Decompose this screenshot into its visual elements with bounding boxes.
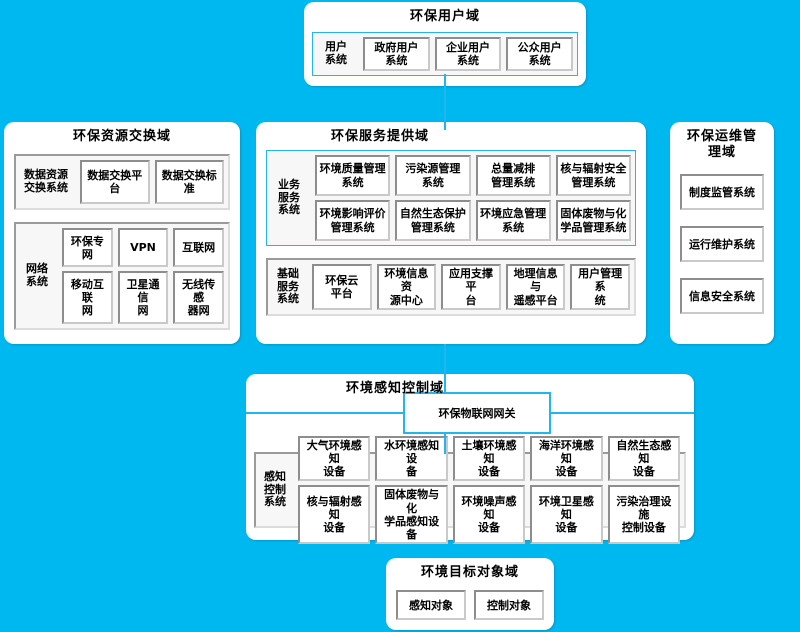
node-vpn[interactable]: VPN xyxy=(117,228,169,268)
node-data-exchange-platform[interactable]: 数据交换平台 xyxy=(80,160,150,204)
node-solid-waste-chemicals-system[interactable]: 固体废物与化学品管理系统 xyxy=(555,200,631,241)
node-nuclear-radiation-sensing-device[interactable]: 核与辐射感知设备 xyxy=(298,485,371,545)
perception-control-system-label: 感知控制系统 xyxy=(264,469,286,509)
network-system-label: 网络系统 xyxy=(26,262,48,288)
target-domain-title: 环境目标对象域 xyxy=(420,565,519,580)
node-env-quality-management-system[interactable]: 环境质量管理系统 xyxy=(315,155,391,196)
node-government-user-system[interactable]: 政府用户系统 xyxy=(363,37,430,71)
connector-user-to-service xyxy=(444,74,446,130)
node-env-satellite-sensing-device[interactable]: 环境卫星感知设备 xyxy=(530,485,603,545)
data-resource-exchange-group: 数据资源交换系统 数据交换平台 数据交换标准 xyxy=(14,154,230,210)
node-pollution-source-management-system[interactable]: 污染源管理系统 xyxy=(395,155,471,196)
data-resource-exchange-label: 数据资源交换系统 xyxy=(24,168,68,194)
node-mobile-internet[interactable]: 移动互联网 xyxy=(62,271,113,324)
node-gis-remote-sensing-platform[interactable]: 地理信息与遥感平台 xyxy=(505,264,566,310)
perception-domain-title: 环境感知控制域 xyxy=(345,381,444,396)
node-env-impact-assessment-system[interactable]: 环境影响评价管理系统 xyxy=(315,200,391,241)
node-public-user-system[interactable]: 公众用户系统 xyxy=(506,37,574,71)
panel-om-management-domain: 环保运维管理域 制度监管系统 运行维护系统 信息安全系统 xyxy=(670,122,774,344)
node-internet[interactable]: 互联网 xyxy=(173,228,225,268)
network-system-group: 网络系统 环保专网 VPN 互联网 移动互联网 卫星通信网 无线传感器网 xyxy=(14,222,230,330)
node-enterprise-user-system[interactable]: 企业用户系统 xyxy=(434,37,502,71)
om-domain-title: 环保运维管理域 xyxy=(686,129,757,161)
node-satellite-network[interactable]: 卫星通信网 xyxy=(117,271,169,324)
business-service-label: 业务服务系统 xyxy=(278,177,300,217)
node-water-env-sensing-device[interactable]: 水环境感知设备 xyxy=(375,435,448,482)
node-sensing-object[interactable]: 感知对象 xyxy=(396,590,466,620)
node-application-support-platform[interactable]: 应用支撑平台 xyxy=(441,264,501,310)
connector-service-to-perception xyxy=(444,344,446,394)
panel-resource-exchange-domain: 环保资源交换域 数据资源交换系统 数据交换平台 数据交换标准 网络系统 环保专网… xyxy=(4,122,240,344)
node-user-management-system[interactable]: 用户管理系统 xyxy=(570,264,630,310)
node-natural-ecology-sensing-device[interactable]: 自然生态感知设备 xyxy=(607,435,681,482)
node-soil-env-sensing-device[interactable]: 土壤环境感知设备 xyxy=(452,435,526,482)
resource-domain-title: 环保资源交换域 xyxy=(72,129,171,144)
node-env-info-resource-center[interactable]: 环境信息资源中心 xyxy=(376,264,437,310)
perception-bus-line-right xyxy=(549,412,694,414)
node-air-env-sensing-device[interactable]: 大气环境感知设备 xyxy=(298,435,371,482)
node-marine-env-sensing-device[interactable]: 海洋环境感知设备 xyxy=(530,435,603,482)
panel-perception-control-domain: 环境感知控制域 环保物联网网关 感知控制系统 大气环境感知设备 水环境感知设备 … xyxy=(246,374,694,545)
panel-service-provider-domain: 环保服务提供域 业务服务系统 环境质量管理系统 污染源管理系统 总量减排管理系统… xyxy=(256,122,646,344)
node-iot-gateway[interactable]: 环保物联网网关 xyxy=(403,392,551,434)
node-nuclear-radiation-safety-system[interactable]: 核与辐射安全管理系统 xyxy=(555,155,631,196)
node-information-security-system[interactable]: 信息安全系统 xyxy=(680,278,764,314)
service-domain-title: 环保服务提供域 xyxy=(330,129,429,144)
panel-user-domain: 环保用户域 用户系统 政府用户系统 企业用户系统 公众用户系统 xyxy=(304,2,586,86)
perception-bus-line-left xyxy=(246,412,405,414)
basic-service-label: 基础服务系统 xyxy=(277,266,299,306)
basic-service-group: 基础服务系统 环保云平台 环境信息资源中心 应用支撑平台 地理信息与遥感平台 用… xyxy=(266,258,636,316)
node-control-object[interactable]: 控制对象 xyxy=(474,590,544,620)
node-env-noise-sensing-device[interactable]: 环境噪声感知设备 xyxy=(452,485,526,545)
connector-gateway-to-sensors xyxy=(444,434,446,454)
node-data-exchange-standard[interactable]: 数据交换标准 xyxy=(154,160,224,204)
user-system-label: 用户系统 xyxy=(325,40,347,66)
node-system-supervision-system[interactable]: 制度监管系统 xyxy=(680,174,764,210)
node-natural-ecology-protection-system[interactable]: 自然生态保护管理系统 xyxy=(395,200,471,241)
node-solid-waste-chemicals-sensing-device[interactable]: 固体废物与化学品感知设备 xyxy=(375,485,448,545)
user-domain-title: 环保用户域 xyxy=(409,9,480,24)
panel-target-object-domain: 环境目标对象域 感知对象 控制对象 xyxy=(386,558,554,630)
node-operation-maintenance-system[interactable]: 运行维护系统 xyxy=(680,226,764,262)
user-system-group: 用户系统 政府用户系统 企业用户系统 公众用户系统 xyxy=(312,32,578,76)
business-service-group: 业务服务系统 环境质量管理系统 污染源管理系统 总量减排管理系统 核与辐射安全管… xyxy=(266,150,636,246)
node-wireless-sensor-network[interactable]: 无线传感器网 xyxy=(173,271,225,324)
node-total-emission-reduction-system[interactable]: 总量减排管理系统 xyxy=(475,155,551,196)
node-env-emergency-management-system[interactable]: 环境应急管理系统 xyxy=(475,200,551,241)
node-pollution-control-facility-device[interactable]: 污染治理设施控制设备 xyxy=(607,485,681,545)
node-env-cloud-platform[interactable]: 环保云平台 xyxy=(312,264,372,310)
perception-control-system-group: 感知控制系统 大气环境感知设备 水环境感知设备 土壤环境感知设备 海洋环境感知设… xyxy=(254,435,686,545)
node-env-private-network[interactable]: 环保专网 xyxy=(62,228,113,268)
